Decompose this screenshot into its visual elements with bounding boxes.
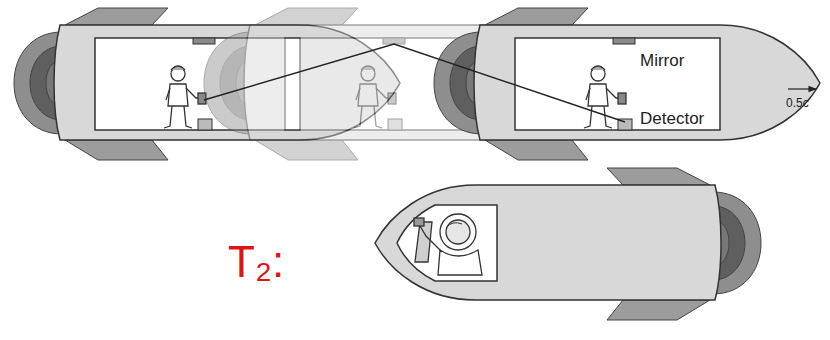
astronaut bbox=[414, 214, 482, 275]
rocket-right bbox=[434, 8, 820, 160]
part-label: Detector bbox=[640, 110, 704, 127]
velocity-arrow bbox=[788, 88, 816, 89]
light-path bbox=[204, 44, 625, 122]
time-label: T₂: bbox=[228, 240, 284, 284]
speed-label: 0.5c bbox=[786, 97, 809, 109]
part-label: Mirror bbox=[640, 52, 684, 69]
observer-rocket bbox=[375, 168, 761, 320]
